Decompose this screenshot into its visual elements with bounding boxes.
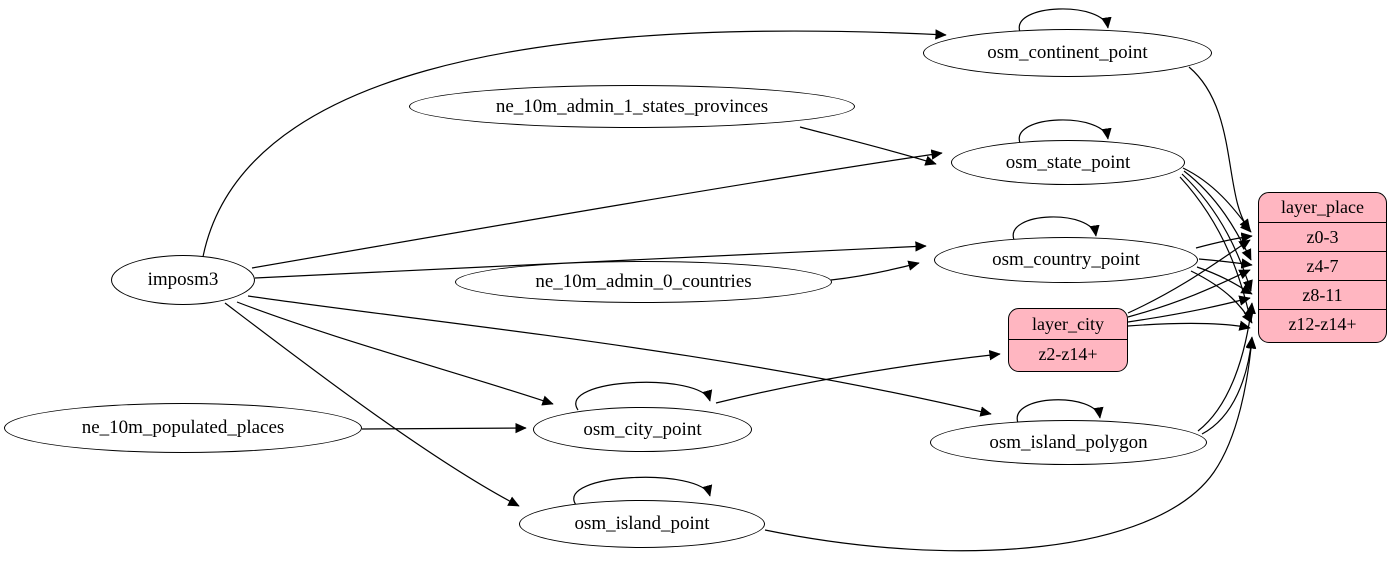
edge-osm-island-point-self-loop xyxy=(573,476,713,506)
node-ne-10m-populated-places: ne_10m_populated_places xyxy=(4,403,362,453)
node-osm-state-point-label: osm_state_point xyxy=(1005,151,1131,173)
node-ne-10m-populated-places-label: ne_10m_populated_places xyxy=(81,417,285,438)
node-ne-10m-admin-0-countries: ne_10m_admin_0_countries xyxy=(455,261,832,303)
layer-place-title: layer_place xyxy=(1281,197,1364,217)
node-ne-10m-admin-1-states-provinces: ne_10m_admin_1_states_provinces xyxy=(409,85,855,128)
node-ne-10m-admin-0-countries-label: ne_10m_admin_0_countries xyxy=(535,271,752,292)
node-ne-10m-admin-1-states-provinces-label: ne_10m_admin_1_states_provinces xyxy=(495,95,769,117)
layer-place-row-z12-z14: z12-z14+ xyxy=(1259,309,1386,339)
edge-imposm3-osm-island-polygon xyxy=(247,295,992,417)
record-layer-place: layer_place z0-3 z4-7 z8-11 z12-z14+ xyxy=(1258,192,1387,343)
node-osm-country-point: osm_country_point xyxy=(934,237,1198,283)
edge-imposm3-osm-continent-point xyxy=(201,29,947,263)
layer-place-row-z8-11: z8-11 xyxy=(1259,280,1386,309)
edge-layer-city-layer-place-z4-7 xyxy=(1127,269,1251,318)
node-osm-country-point-label: osm_country_point xyxy=(992,249,1140,270)
edge-osm-country-point-self-loop xyxy=(1012,216,1100,241)
edge-osm-island-point-layer-place-z12-z14 xyxy=(764,337,1257,552)
edge-osm-country-point-layer-place-z12-z14 xyxy=(1190,270,1253,324)
edge-layer-city-layer-place-z12-z14 xyxy=(1127,320,1251,331)
layer-city-row-z2-z14: z2-z14+ xyxy=(1009,339,1127,369)
edge-osm-state-point-self-loop xyxy=(1018,119,1112,144)
edge-osm-state-point-layer-place-z4-7 xyxy=(1183,170,1252,261)
edge-ne-10m-admin-1-states-provinces-osm-state-point xyxy=(799,126,937,166)
node-osm-state-point: osm_state_point xyxy=(951,140,1185,185)
layer-place-row-z0-3: z0-3 xyxy=(1259,222,1386,251)
edge-osm-continent-point-self-loop xyxy=(1018,8,1112,33)
node-osm-island-polygon: osm_island_polygon xyxy=(930,420,1207,465)
node-osm-continent-point: osm_continent_point xyxy=(923,29,1212,77)
node-osm-island-point-label: osm_island_point xyxy=(574,513,710,534)
edge-osm-continent-point-layer-place-z0-3 xyxy=(1188,66,1252,233)
edge-imposm3-osm-state-point xyxy=(251,149,943,269)
edge-osm-island-polygon-layer-place-z8-11 xyxy=(1197,302,1256,432)
node-osm-island-point: osm_island_point xyxy=(519,500,765,548)
edge-imposm3-osm-city-point xyxy=(236,301,554,406)
edge-osm-state-point-layer-place-z0-3 xyxy=(1182,167,1251,231)
edge-ne-10m-admin-0-countries-osm-country-point xyxy=(830,260,920,281)
edge-imposm3-osm-island-point xyxy=(224,302,520,507)
edge-ne-10m-populated-places-osm-city-point xyxy=(361,422,527,434)
layer-city-title: layer_city xyxy=(1032,313,1104,334)
edge-osm-island-polygon-self-loop xyxy=(1016,399,1104,424)
edge-osm-city-point-self-loop xyxy=(575,381,713,411)
record-layer-city: layer_city z2-z14+ xyxy=(1008,308,1128,372)
edge-layer-city-layer-place-z0-3 xyxy=(1127,239,1251,314)
edge-osm-country-point-layer-place-z4-7 xyxy=(1198,258,1253,269)
node-osm-island-polygon-label: osm_island_polygon xyxy=(989,431,1148,453)
node-osm-continent-point-label: osm_continent_point xyxy=(987,42,1148,63)
edge-layer-city-layer-place-z8-11 xyxy=(1127,295,1251,323)
node-imposm3: imposm3 xyxy=(111,255,255,305)
layer-place-row-z4-7: z4-7 xyxy=(1259,251,1386,280)
edge-osm-country-point-layer-place-z0-3 xyxy=(1195,232,1253,249)
edge-osm-city-point-layer-city-z2-z14 xyxy=(715,350,1001,404)
edge-osm-country-point-layer-place-z8-11 xyxy=(1196,266,1253,295)
node-osm-city-point-label: osm_city_point xyxy=(583,418,702,440)
node-osm-city-point: osm_city_point xyxy=(533,407,752,452)
node-imposm3-label: imposm3 xyxy=(147,269,219,290)
